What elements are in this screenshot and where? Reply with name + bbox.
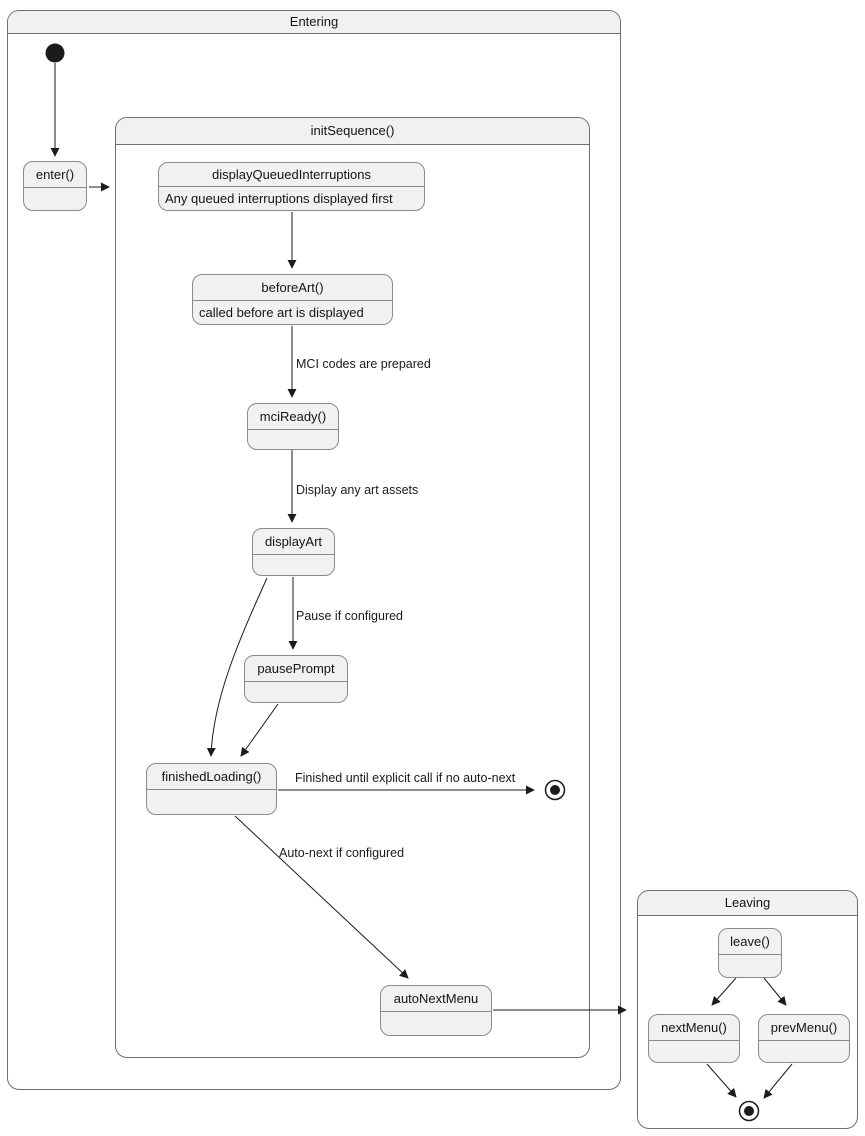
- composite-state-entering: Entering: [7, 10, 621, 1090]
- state-before-art: beforeArt() called before art is display…: [192, 274, 393, 325]
- state-mci-ready: mciReady(): [247, 403, 339, 450]
- composite-state-leaving: Leaving: [637, 890, 858, 1129]
- state-next-menu: nextMenu(): [648, 1014, 740, 1063]
- state-auto-next-menu-title: autoNextMenu: [381, 986, 491, 1012]
- edge-label-display-any-art-assets: Display any art assets: [296, 483, 419, 497]
- state-leave-title: leave(): [719, 929, 781, 955]
- state-display-queued-interruptions-note: Any queued interruptions displayed first: [165, 191, 393, 206]
- edge-label-auto-next-if-configured: Auto-next if configured: [279, 846, 405, 860]
- state-leave: leave(): [718, 928, 782, 978]
- state-pause-prompt-title: pausePrompt: [245, 656, 347, 682]
- state-before-art-note: called before art is displayed: [199, 305, 364, 320]
- edge-label-finished-until-explicit-call: Finished until explicit call if no auto-…: [295, 771, 516, 785]
- state-display-queued-interruptions-title: displayQueuedInterruptions: [159, 163, 424, 187]
- state-enter: enter(): [23, 161, 87, 211]
- state-mci-ready-title: mciReady(): [248, 404, 338, 430]
- state-auto-next-menu: autoNextMenu: [380, 985, 492, 1036]
- state-pause-prompt: pausePrompt: [244, 655, 348, 703]
- composite-state-leaving-title: Leaving: [638, 891, 857, 916]
- state-display-art: displayArt: [252, 528, 335, 576]
- composite-state-entering-title: Entering: [8, 11, 620, 34]
- edge-label-pause-if-configured: Pause if configured: [296, 609, 404, 623]
- state-next-menu-title: nextMenu(): [649, 1015, 739, 1041]
- state-enter-title: enter(): [24, 162, 86, 188]
- composite-state-init-sequence: initSequence(): [115, 117, 590, 1058]
- state-finished-loading: finishedLoading(): [146, 763, 277, 815]
- state-display-art-title: displayArt: [253, 529, 334, 555]
- state-prev-menu-title: prevMenu(): [759, 1015, 849, 1041]
- state-finished-loading-title: finishedLoading(): [147, 764, 276, 790]
- state-before-art-title: beforeArt(): [193, 275, 392, 301]
- state-prev-menu: prevMenu(): [758, 1014, 850, 1063]
- edge-label-mci-codes-are-prepared: MCI codes are prepared: [296, 357, 431, 371]
- composite-state-init-sequence-title: initSequence(): [116, 118, 589, 145]
- state-display-queued-interruptions: displayQueuedInterruptions Any queued in…: [158, 162, 425, 211]
